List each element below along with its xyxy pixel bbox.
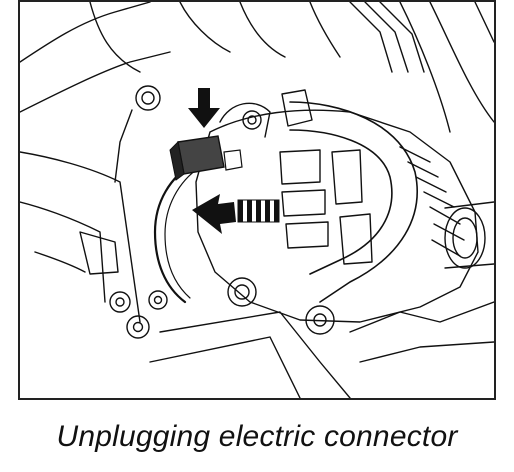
alternator-illustration (20, 2, 494, 398)
hose-clamp (281, 89, 313, 127)
dashed-motion-arrow-icon (192, 194, 280, 234)
bolt-lower-left-2 (148, 290, 168, 310)
electric-connector (169, 135, 243, 181)
down-arrow-icon (188, 88, 220, 128)
figure-caption: Unplugging electric connector (56, 420, 458, 453)
cooling-hose (289, 101, 418, 303)
mount-bolt-bottom (227, 277, 257, 307)
mount-bolt-top (242, 110, 262, 130)
bolt-top-left (135, 85, 161, 111)
wire-harness (153, 160, 197, 304)
bolt-lower-left-3 (126, 315, 150, 339)
mount-bolt-right (305, 305, 335, 335)
lower-bracket (159, 311, 351, 398)
chassis-left-outline (20, 2, 151, 63)
illustration-frame (18, 0, 496, 400)
engine-wall-left (20, 151, 141, 323)
bolt-lower-left-1 (109, 291, 131, 313)
pulley (444, 207, 486, 269)
